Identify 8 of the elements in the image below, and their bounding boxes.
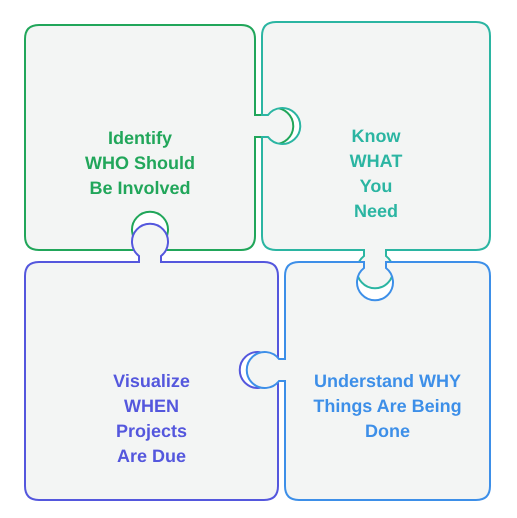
puzzle-piece [260, 20, 492, 290]
puzzle-piece [245, 260, 492, 502]
piece-label: Identify WHO Should Be Involved [84, 126, 196, 200]
puzzle-piece [23, 222, 280, 502]
piece-label: Know WHAT You Need [348, 125, 404, 223]
piece-label: Understand WHY Things Are Being Done [312, 370, 462, 443]
piece-label: Visualize WHEN Projects Are Due [112, 370, 191, 468]
puzzle-piece [23, 23, 295, 252]
